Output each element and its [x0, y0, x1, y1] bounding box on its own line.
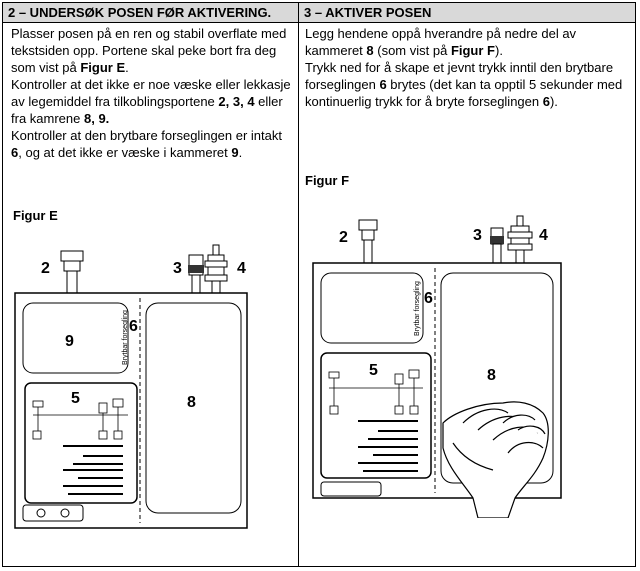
seal-label: Brytbar forsegling: [414, 281, 421, 336]
right-header: 3 – AKTIVER POSEN: [299, 3, 635, 22]
port-2-illustration: [358, 219, 378, 269]
figure-f-label: Figur F: [305, 173, 350, 188]
header-divider: [3, 22, 635, 23]
label-4: 4: [539, 227, 548, 244]
label-6: 6: [424, 290, 433, 307]
label-5: 5: [71, 390, 80, 407]
right-instructions: Legg hendene oppå hverandre på nedre del…: [305, 26, 623, 109]
seal-label: Brytbar forsegling: [122, 310, 129, 365]
left-instructions: Plasser posen på en ren og stabil overfl…: [11, 26, 291, 160]
chamber-9: [320, 272, 424, 344]
chamber-9: [22, 302, 129, 374]
port-3-4-illustration: [490, 215, 533, 269]
label-2: 2: [339, 229, 348, 246]
label-fine-print: [63, 445, 123, 495]
figure-f: 2 3 4 6 Brytbar forsegling 8 5: [312, 215, 562, 518]
label-3: 3: [473, 227, 482, 244]
hands-illustration: [442, 401, 549, 518]
chamber-8: [145, 302, 242, 514]
label-2: 2: [41, 260, 50, 277]
label-3: 3: [173, 260, 182, 277]
column-divider: [298, 3, 299, 566]
label-5: 5: [369, 362, 378, 379]
figure-e: 2 3 4 9 6 Brytbar forsegling 8 5: [14, 244, 248, 529]
mini-diagram: [328, 369, 423, 415]
label-4: 4: [237, 260, 246, 277]
label-8: 8: [487, 367, 496, 384]
hanger-tab: [22, 504, 84, 522]
figure-e-label: Figur E: [13, 208, 58, 223]
label-area-5: [24, 382, 138, 504]
left-header: 2 – UNDERSØK POSEN FØR AKTIVERING.: [3, 3, 298, 22]
mini-diagram: [32, 398, 128, 440]
label-6: 6: [129, 318, 138, 335]
label-fine-print: [358, 420, 418, 472]
label-8: 8: [187, 394, 196, 411]
label-9: 9: [65, 333, 74, 350]
hanger-tab: [320, 481, 382, 497]
